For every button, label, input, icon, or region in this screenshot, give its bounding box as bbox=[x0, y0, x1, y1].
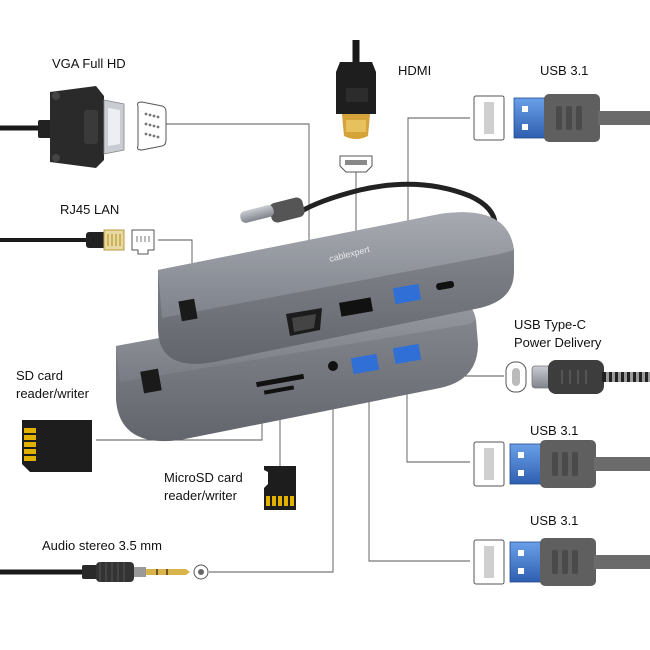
hub-usbc-port bbox=[436, 280, 455, 291]
label-microsd-line2: reader/writer bbox=[164, 488, 237, 503]
leader-usb31-mid bbox=[406, 362, 470, 463]
label-vga: VGA Full HD bbox=[52, 56, 126, 71]
hub-sd-slot bbox=[256, 373, 305, 388]
rj45-cable-icon bbox=[0, 229, 125, 251]
usb31-bottom-cable-icon bbox=[473, 538, 650, 586]
label-usb31-top: USB 3.1 bbox=[540, 63, 589, 78]
hub-microsd-slot bbox=[263, 385, 295, 395]
label-usb31-bottom: USB 3.1 bbox=[530, 513, 579, 528]
audio-port-icon bbox=[193, 564, 209, 580]
label-usbc-line1: USB Type-C bbox=[514, 317, 587, 332]
label-sd-line2: reader/writer bbox=[16, 386, 89, 401]
usb31-bottom-port-icon bbox=[473, 539, 505, 585]
usb-c-hub-device: cablexpert bbox=[116, 181, 514, 442]
sd-card-icon bbox=[22, 420, 92, 472]
usb31-top-port-icon bbox=[473, 95, 505, 141]
vga-cable-icon bbox=[0, 86, 125, 168]
audio-jack-icon bbox=[0, 562, 190, 582]
label-sd-line1: SD card bbox=[16, 368, 63, 383]
usbc-pd-cable-icon bbox=[505, 360, 650, 394]
vga-port-icon bbox=[137, 101, 167, 151]
usb31-top-cable-icon bbox=[473, 94, 650, 142]
hdmi-cable-icon bbox=[336, 40, 376, 139]
usb31-mid-port-icon bbox=[473, 441, 505, 487]
hub-usb-a-port-upper bbox=[392, 283, 422, 305]
leader-usb31-bottom bbox=[368, 372, 470, 562]
hub-audio-port bbox=[328, 361, 338, 371]
label-rj45: RJ45 LAN bbox=[60, 202, 120, 217]
label-audio: Audio stereo 3.5 mm bbox=[42, 538, 162, 553]
hub-usb-a-port-lower-2 bbox=[392, 343, 422, 365]
usb31-mid-cable-icon bbox=[473, 440, 650, 488]
label-usbc-line2: Power Delivery bbox=[514, 335, 602, 350]
hub-usb-a-port-lower-1 bbox=[350, 353, 380, 375]
hub-rj45-port-upper bbox=[178, 298, 198, 322]
rj45-port-icon bbox=[131, 229, 155, 255]
label-hdmi: HDMI bbox=[398, 63, 432, 78]
hub-rj45-port-lower bbox=[140, 368, 162, 394]
label-microsd-line1: MicroSD card bbox=[164, 470, 243, 485]
label-sd: SD card reader/writer bbox=[16, 367, 89, 403]
label-usb31-mid: USB 3.1 bbox=[530, 423, 579, 438]
label-microsd: MicroSD card reader/writer bbox=[164, 469, 243, 505]
hdmi-port-icon bbox=[339, 155, 373, 173]
leader-audio bbox=[209, 366, 334, 573]
microsd-card-icon bbox=[264, 466, 296, 510]
hub-hdmi-port bbox=[339, 297, 373, 317]
label-usbc-pd: USB Type-C Power Delivery bbox=[514, 316, 601, 352]
usbc-port-icon bbox=[505, 361, 527, 393]
